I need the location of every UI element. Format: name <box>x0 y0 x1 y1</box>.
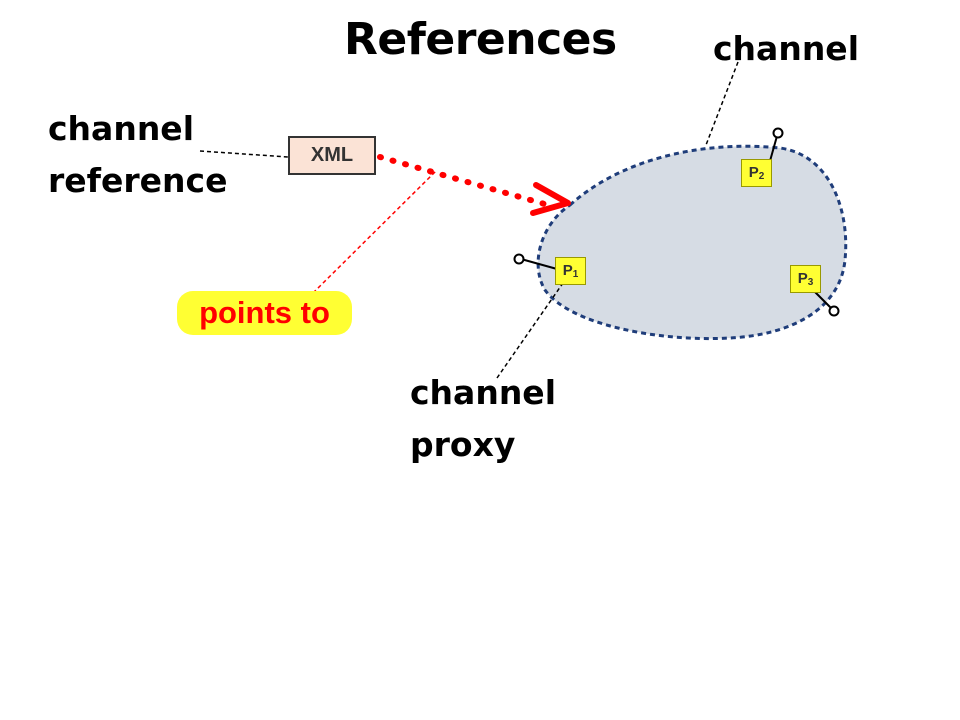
channel-proxy-line-2: proxy <box>410 425 516 464</box>
port-p3-index: 3 <box>807 277 814 288</box>
port-p2-letter: P <box>748 164 759 181</box>
points-to-badge: points to <box>177 291 352 335</box>
channel-proxy-label: channel proxy <box>410 367 556 471</box>
port-p3: P3 <box>790 265 821 293</box>
channel-label: channel <box>713 23 859 75</box>
port-p2: P2 <box>741 159 772 187</box>
port-p3-pin <box>814 291 840 317</box>
reference-leader-line <box>199 150 289 158</box>
port-p2-index: 2 <box>758 171 765 182</box>
channel-proxy-line-1: channel <box>410 373 557 412</box>
channel-reference-line-2: reference <box>48 161 228 200</box>
port-p1-index: 1 <box>572 269 579 280</box>
points-to-leader-line <box>312 170 437 294</box>
port-p2-pin <box>769 127 784 162</box>
channel-leader-line <box>705 61 739 146</box>
port-p3-letter: P <box>797 270 808 287</box>
channel-shape <box>536 144 848 341</box>
reference-arrowhead <box>530 182 571 216</box>
port-p1-pin <box>513 253 558 270</box>
channel-reference-line-1: channel <box>48 109 195 148</box>
port-p1-letter: P <box>562 262 573 279</box>
reference-arrow-line <box>377 154 551 208</box>
xml-reference-box: XML <box>288 136 376 175</box>
proxy-leader-line <box>496 282 564 379</box>
port-p1: P1 <box>555 257 586 285</box>
channel-label-text: channel <box>713 29 860 68</box>
channel-reference-label: channel reference <box>48 103 228 207</box>
slide-title: References <box>344 14 617 65</box>
